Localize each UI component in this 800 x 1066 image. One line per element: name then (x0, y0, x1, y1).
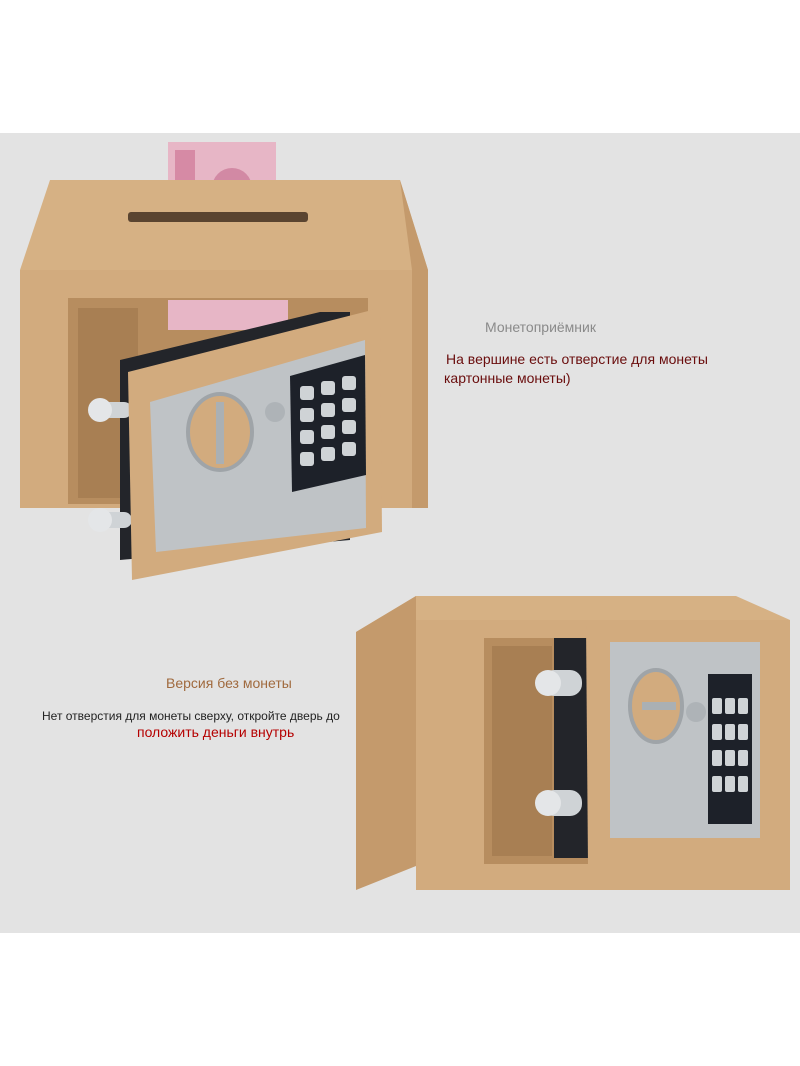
coin-version-description-line2: картонные монеты) (444, 370, 571, 386)
coin-version-description-line1: На вершине есть отверстие для монеты (446, 351, 708, 367)
coin-version-title: Монетоприёмник (485, 319, 596, 335)
no-coin-safe-image (356, 596, 790, 890)
no-coin-version-title: Версия без монеты (166, 675, 292, 691)
no-coin-version-description-line2: положить деньги внутрь (137, 724, 295, 740)
no-coin-version-description-line1: Нет отверстия для монеты сверху, откройт… (42, 709, 340, 723)
coin-slot (128, 212, 308, 222)
coin-slot-safe-image: 100 (20, 142, 428, 580)
